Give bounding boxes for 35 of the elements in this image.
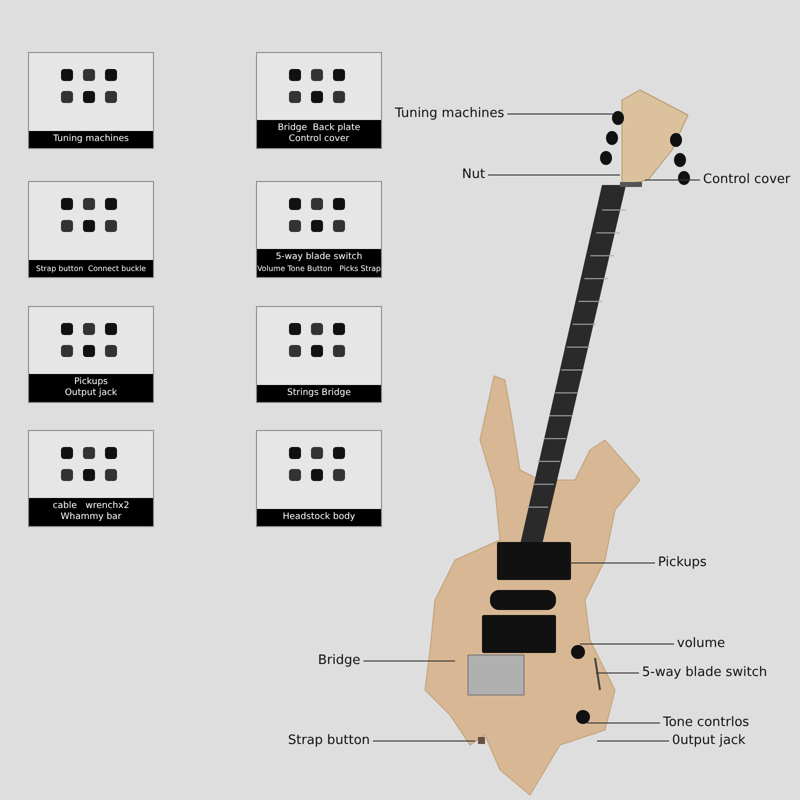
product-card [256, 181, 382, 278]
product-card [28, 430, 154, 527]
callout-label: Bridge [318, 653, 360, 669]
callout-label: Tuning machines [395, 106, 504, 122]
card-caption: Output jack [64, 388, 118, 399]
product-card [28, 52, 154, 149]
callout-label: Nut [462, 167, 486, 183]
leader-line [488, 174, 620, 176]
product-card [256, 52, 382, 149]
product-card [256, 430, 382, 527]
card-caption: Bridge Back plate [276, 123, 362, 134]
callout-label: Strap button [288, 733, 370, 749]
card-caption: Strings Bridge [286, 388, 352, 399]
card-caption: Whammy bar [60, 512, 122, 523]
card-caption: Control cover [288, 134, 350, 145]
leader-line [570, 562, 656, 564]
callout-label: 0utput jack [672, 733, 746, 749]
leader-line [596, 740, 670, 742]
card-caption: Tuning machines [52, 134, 130, 145]
card-caption: cable wrenchx2 [52, 501, 130, 512]
leader-line [372, 740, 476, 742]
product-card [28, 306, 154, 403]
card-caption: Pickups [73, 377, 109, 388]
callout-label: Control cover [703, 172, 790, 188]
card-caption: 5-way blade switch [274, 252, 364, 263]
card-caption: Headstock body [282, 512, 356, 523]
callout-label: Tone contrlos [663, 715, 750, 731]
callout-label: volume [677, 636, 726, 652]
callout-label: Pickups [658, 555, 707, 571]
callout-label: 5-way blade switch [642, 665, 768, 681]
product-card [256, 306, 382, 403]
leader-line [586, 722, 660, 724]
product-card [28, 181, 154, 278]
leader-line [362, 660, 456, 662]
leader-line [596, 672, 640, 674]
